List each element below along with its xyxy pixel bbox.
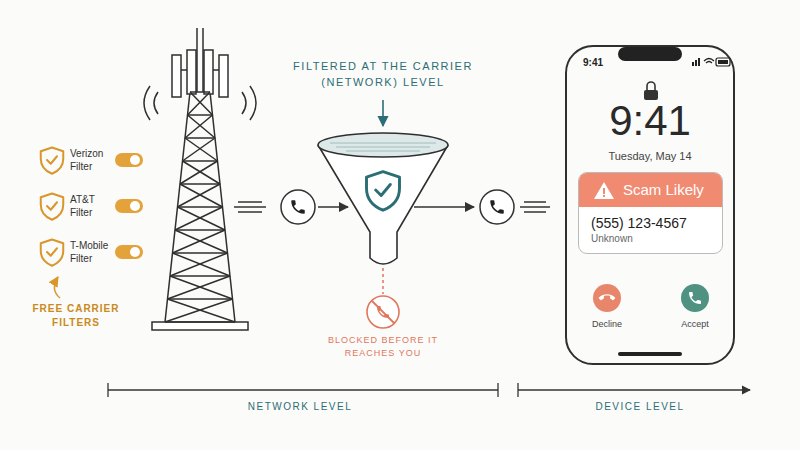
phone-screen: 9:41 9:41Tuesday, May 14 Scam Likely(555) … bbox=[565, 45, 735, 365]
caller-number: (555) 123-4567 bbox=[579, 207, 722, 231]
filter-label: Verizon Filter bbox=[70, 147, 116, 173]
level-label: NETWORK LEVEL bbox=[210, 401, 390, 412]
warning-icon bbox=[593, 180, 615, 200]
call-button-icon bbox=[667, 283, 723, 315]
cell-tower bbox=[144, 28, 256, 330]
level-brackets bbox=[108, 383, 750, 397]
filter-label: T-Mobile Filter bbox=[70, 239, 116, 265]
caller-name: Unknown bbox=[579, 231, 722, 253]
call-alert-card: Scam Likely(555) 123-4567Unknown bbox=[578, 172, 723, 254]
stage-heading: FILTERED AT THE CARRIER (NETWORK) LEVEL bbox=[268, 58, 498, 90]
decline-button: Decline bbox=[579, 283, 635, 337]
carrier-filters bbox=[41, 148, 143, 299]
accept-button: Accept bbox=[667, 283, 723, 337]
button-label: Accept bbox=[667, 319, 723, 329]
callout-note: FREE CARRIER FILTERS bbox=[14, 302, 138, 330]
level-label: DEVICE LEVEL bbox=[560, 401, 720, 412]
filter-funnel bbox=[318, 100, 448, 328]
date-text: Tuesday, May 14 bbox=[567, 150, 733, 162]
button-label: Decline bbox=[579, 319, 635, 329]
filter-label: AT&T Filter bbox=[70, 193, 116, 219]
call-button-icon bbox=[579, 283, 635, 315]
status-time: 9:41 bbox=[583, 57, 603, 68]
blocked-note: BLOCKED BEFORE IT REACHES YOU bbox=[318, 334, 448, 360]
clock-time: 9:41 bbox=[567, 97, 733, 145]
